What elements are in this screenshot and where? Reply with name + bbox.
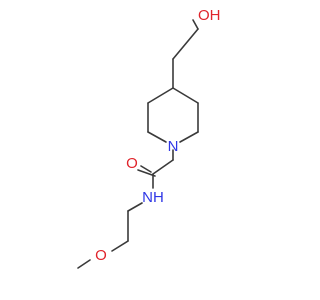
bond-ring-c5-c4: [147, 87, 174, 104]
bond-oether-ch3: [77, 259, 91, 269]
structure-canvas: OH N O NH O: [77, 7, 221, 269]
atom-label-o-carbonyl: O: [126, 155, 138, 172]
molecule-diagram: OH N O NH O: [77, 7, 221, 269]
bond-carbonyl-double-b: [137, 169, 156, 177]
bond-ring-c4-c3: [172, 87, 199, 104]
bond-carbonyl-double-a: [140, 165, 152, 173]
atom-label-nh: NH: [142, 189, 164, 206]
bond-ch2-oether: [111, 240, 129, 252]
bond-ch2-carbonyl: [152, 159, 174, 175]
atom-label-o-ether: O: [95, 247, 107, 264]
bond-ring-n-c6: [147, 131, 167, 143]
bond-nh-ch2: [127, 202, 143, 212]
bond-ch2-ch2: [172, 28, 199, 60]
bond-oh-ch2: [192, 19, 199, 30]
bond-ring-c2-n: [179, 131, 199, 143]
atom-label-n-ring: N: [168, 138, 179, 155]
atom-label-oh: OH: [198, 7, 221, 24]
